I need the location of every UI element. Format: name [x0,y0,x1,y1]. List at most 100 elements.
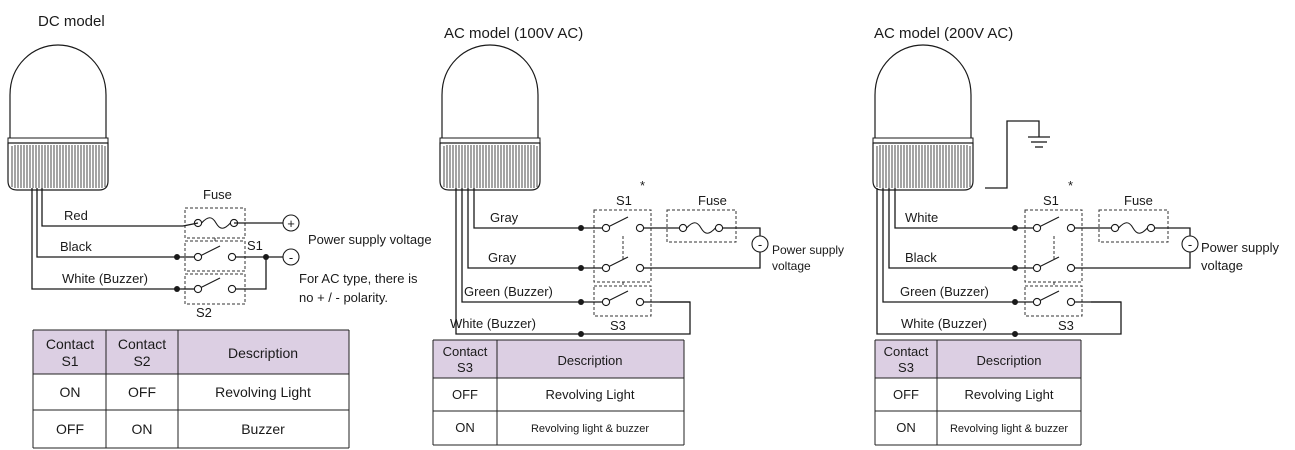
ac100-wire-green [461,188,581,303]
ac100-wire-gray-2 [467,188,581,269]
ac100-wire-label-1: Gray [490,210,519,225]
dc-s2-contact [193,277,237,294]
ac200-s1-contact-b [1032,256,1076,273]
dc-title: DC model [38,13,105,30]
ac200-fuse-symbol [1110,222,1156,234]
ac100-wire-label-4: White (Buzzer) [450,316,536,331]
ac100-fuse-label: Fuse [698,193,727,208]
ac100-supply-line1: Power supply [772,243,844,257]
ac100-fuse-symbol [678,222,724,234]
ac200-wire-label-1: White [905,210,938,225]
ac100-th-s3-line2: S3 [457,360,473,375]
ac200-th-description: Description [976,353,1041,368]
ac200-ground-wire [985,120,1040,189]
ac200-s3-box [1024,285,1083,317]
dc-th-s2-line1: Contact [118,336,166,352]
dc-plus-terminal-icon [282,214,300,232]
ac100-supply-terminal-icon [751,235,769,253]
dc-wire-red [41,188,183,227]
dc-cell-0-1: OFF [128,384,156,400]
dc-model-panel: DC model Red Black White (Buzzer) Fuse S… [7,13,432,449]
ac200-wire-label-2: Black [905,250,937,265]
ac200-minus-sign: - [1188,237,1192,252]
ac200-title: AC model (200V AC) [874,25,1013,42]
dc-cell-1-2: Buzzer [241,421,285,437]
dc-cell-0-0: ON [60,384,81,400]
ac200-supply-line1: Power supply [1201,240,1280,255]
ac200-supply-terminal-icon [1181,235,1199,253]
ac200-wire-label-3: Green (Buzzer) [900,284,989,299]
ac100-th-description: Description [557,353,622,368]
dc-th-s2-line2: S2 [133,353,150,369]
ac100-wire-gray-1 [473,188,581,229]
ground-icon [1028,136,1050,148]
ac200-s3-label: S3 [1058,318,1074,333]
ac200-cell-0-1: Revolving Light [965,387,1054,402]
ac200-th-s3-line2: S3 [898,360,914,375]
dc-s1-contact [193,245,237,262]
ac200-fuse-box [1098,209,1169,243]
ac100-th-s3-line1: Contact [443,344,488,359]
ac200-cell-0-0: OFF [893,387,919,402]
ac200-s1-label: S1 [1043,193,1059,208]
ac100-cell-0-1: Revolving Light [546,387,635,402]
dc-wire-white [31,188,183,290]
dc-th-s1-line2: S1 [61,353,78,369]
ac100-s1-label: S1 [616,193,632,208]
ac100-contact-table: Contact S3 Description OFF Revolving Lig… [432,339,685,446]
ac100-s3-box [593,285,652,317]
ac100-s1-star: * [640,178,645,193]
dc-wire-black [36,188,183,258]
ac200-s3-contact [1032,290,1076,307]
dc-note-line1: For AC type, there is [299,271,418,286]
ac200-s1-star: * [1068,178,1073,193]
dc-cell-1-0: OFF [56,421,84,437]
ac100-minus-sign: - [758,237,762,252]
ac100-model-panel: AC model (100V AC) Gray Gray Green (Buzz… [432,25,844,446]
ac200-cell-1-1: Revolving light & buzzer [950,423,1068,435]
ac200-wire-green [882,188,1015,303]
dc-fuse-label: Fuse [203,187,232,202]
dc-signal-lamp [7,44,109,191]
ac100-fuse-box [666,209,737,243]
ac100-supply-line2: voltage [772,259,811,273]
ac200-fuse-label: Fuse [1124,193,1153,208]
ac200-s1-contact-a [1032,216,1076,233]
ac100-signal-lamp [439,44,541,191]
dc-note-line2: no + / - polarity. [299,290,388,305]
dc-th-s1-line1: Contact [46,336,94,352]
dc-minus-terminal-icon [282,248,300,266]
ac100-s1-contact-b [601,256,645,273]
dc-supply-label: Power supply voltage [308,232,432,247]
dc-wire-black-label: Black [60,239,92,254]
ac200-wire-black [888,188,1015,269]
ac200-th-s3-line1: Contact [884,344,929,359]
ac100-s3-label: S3 [610,318,626,333]
ac100-cell-1-0: ON [455,420,475,435]
ac200-supply-line2: voltage [1201,258,1243,273]
dc-wire-red-label: Red [64,208,88,223]
ac100-s3-contact [601,290,645,307]
dc-s1-label: S1 [247,238,263,253]
ac100-title: AC model (100V AC) [444,25,583,42]
dc-wire-white-label: White (Buzzer) [62,271,148,286]
ac200-signal-lamp [872,44,974,191]
ac200-cell-1-0: ON [896,420,916,435]
ac200-wire-white [894,188,1015,229]
ac100-wire-label-3: Green (Buzzer) [464,284,553,299]
ac200-contact-table: Contact S3 Description OFF Revolving Lig… [874,339,1082,446]
ac200-wire-label-4: White (Buzzer) [901,316,987,331]
ac100-s1-contact-a [601,216,645,233]
ac200-model-panel: AC model (200V AC) White Black Green (Bu… [872,25,1280,446]
ac100-cell-1-1: Revolving light & buzzer [531,423,649,435]
dc-s2-label: S2 [196,305,212,320]
dc-cell-1-1: ON [132,421,153,437]
dc-minus-sign: - [289,250,293,265]
dc-fuse-symbol [193,217,239,229]
dc-plus-sign: + [287,216,295,231]
dc-cell-0-2: Revolving Light [215,384,311,400]
dc-th-description: Description [228,345,298,361]
ac100-wire-label-2: Gray [488,250,517,265]
ac100-cell-0-0: OFF [452,387,478,402]
